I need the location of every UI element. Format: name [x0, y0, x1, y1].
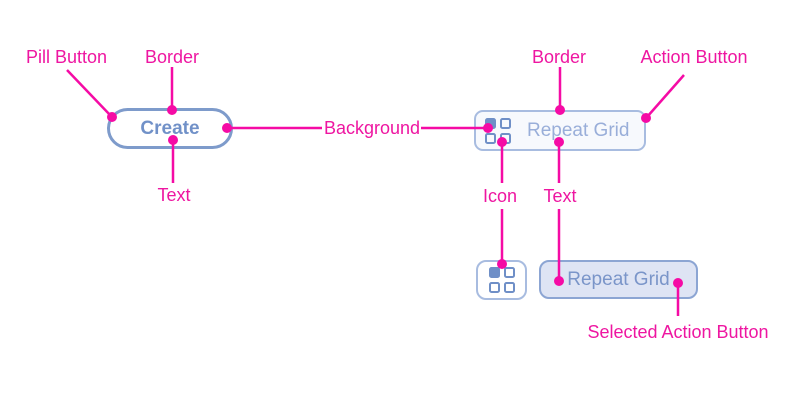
annotation-icon: Icon	[482, 186, 518, 206]
pill-button[interactable]: Create	[107, 108, 233, 149]
grid-square	[500, 117, 511, 129]
annotation-border-right: Border	[531, 47, 587, 67]
repeat-grid-icon	[485, 117, 511, 144]
annotation-border-left: Border	[144, 47, 200, 67]
connector-pill-button	[66, 69, 112, 117]
grid-square	[485, 132, 496, 144]
annotation-selected-action-button: Selected Action Button	[587, 322, 769, 342]
repeat-grid-icon-button[interactable]	[476, 260, 527, 300]
action-button[interactable]: Repeat Grid	[474, 110, 646, 151]
connector-action-button	[646, 74, 685, 118]
selected-action-button[interactable]: Repeat Grid	[539, 260, 698, 299]
annotation-pill-button: Pill Button	[26, 47, 108, 67]
annotation-text-left: Text	[157, 185, 191, 205]
action-button-text: Repeat Grid	[527, 119, 630, 141]
grid-square	[503, 267, 515, 278]
grid-square-filled	[485, 117, 496, 129]
annotation-background: Background	[323, 118, 421, 138]
annotation-action-button: Action Button	[640, 47, 748, 67]
grid-square	[503, 282, 515, 293]
grid-square-filled	[488, 267, 500, 278]
annotation-text-right: Text	[543, 186, 577, 206]
repeat-grid-icon	[488, 267, 515, 293]
grid-square	[500, 132, 511, 144]
selected-action-button-text: Repeat Grid	[567, 268, 670, 290]
grid-square	[488, 282, 500, 293]
pill-button-text: Create	[140, 117, 200, 139]
